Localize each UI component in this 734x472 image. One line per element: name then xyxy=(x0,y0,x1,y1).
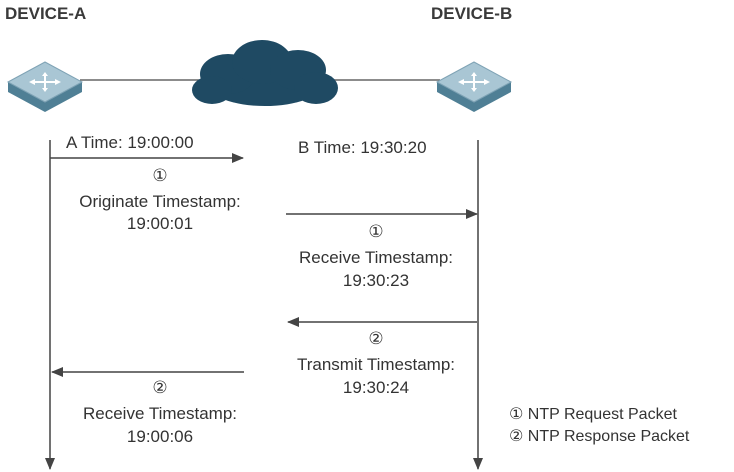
legend-item-request: ① NTP Request Packet xyxy=(509,404,689,426)
transmit-timestamp-value: 19:30:24 xyxy=(342,378,410,397)
legend-item-response: ② NTP Response Packet xyxy=(509,426,689,448)
receive-timestamp-a-value: 19:00:06 xyxy=(126,427,194,446)
legend-text: NTP Request Packet xyxy=(527,406,677,423)
receive-timestamp-a-label: Receive Timestamp: xyxy=(83,404,237,423)
step-marker: ② xyxy=(152,378,168,397)
legend-marker: ① xyxy=(509,406,524,423)
device-a-label: DEVICE-A xyxy=(5,4,87,23)
step-marker: ① xyxy=(368,222,384,241)
receive-timestamp-b-label: Receive Timestamp: xyxy=(299,248,453,267)
legend: ① NTP Request Packet ② NTP Response Pack… xyxy=(509,404,689,448)
originate-timestamp-value: 19:00:01 xyxy=(126,214,194,233)
transmit-timestamp-label: Transmit Timestamp: xyxy=(296,355,456,374)
step-marker: ② xyxy=(368,329,384,348)
legend-text: NTP Response Packet xyxy=(527,428,690,445)
originate-timestamp-label: Originate Timestamp: xyxy=(79,192,241,211)
step-marker: ① xyxy=(152,166,168,185)
device-b-time: B Time: 19:30:20 xyxy=(298,138,427,157)
device-b-label: DEVICE-B xyxy=(431,4,513,23)
legend-marker: ② xyxy=(509,428,524,445)
cloud-icon xyxy=(192,40,338,106)
router-icon xyxy=(6,61,84,112)
router-icon xyxy=(435,61,513,112)
receive-timestamp-b-value: 19:30:23 xyxy=(342,271,410,290)
device-a-time: A Time: 19:00:00 xyxy=(66,133,194,152)
